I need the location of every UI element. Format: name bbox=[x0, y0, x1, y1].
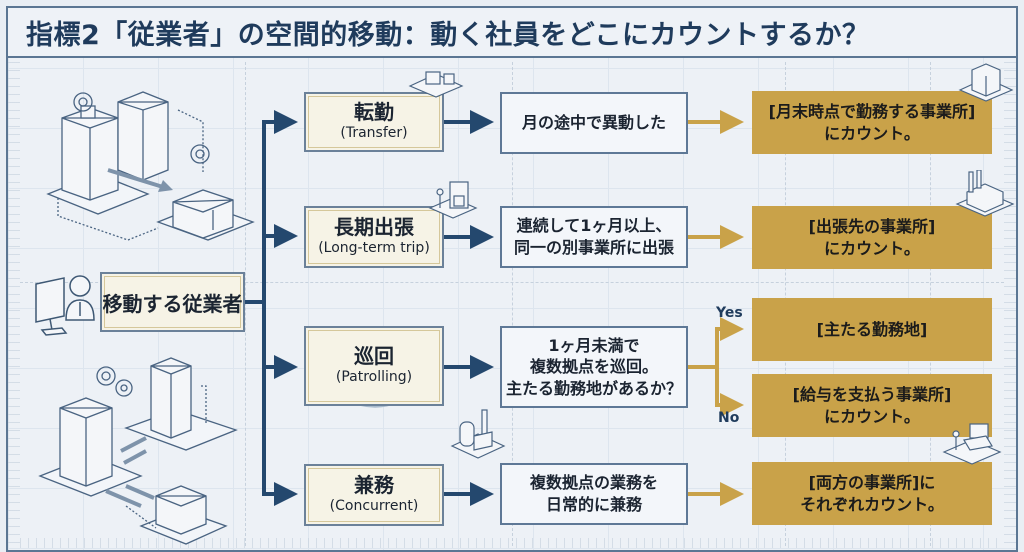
condition-concurrent: 複数拠点の業務を 日常的に兼務 bbox=[500, 463, 688, 525]
condition-line: 月の途中で異動した bbox=[521, 113, 666, 133]
result-patrolling-yes: [主たる勤務地] bbox=[752, 298, 992, 361]
condition-long-term-trip: 連続して1ヶ月以上、 同一の別事業所に出張 bbox=[500, 206, 688, 268]
result-line: それぞれカウント。 bbox=[800, 494, 944, 514]
office-building-icon bbox=[958, 63, 1014, 102]
ruler-right bbox=[1004, 62, 1016, 548]
category-sub-label: (Transfer) bbox=[340, 125, 408, 142]
factory-silo-icon bbox=[450, 409, 506, 459]
category-sub-label: (Patrolling) bbox=[335, 369, 413, 386]
result-line: [給与を支払う事業所] bbox=[792, 384, 952, 404]
condition-line: 主たる勤務地があるか？ bbox=[505, 378, 682, 398]
condition-line: 複数拠点の業務を bbox=[529, 473, 658, 493]
result-concurrent: [両方の事業所]に それぞれカウント。 bbox=[752, 462, 992, 525]
condition-line: 連続して1ヶ月以上、 bbox=[516, 216, 672, 236]
condition-line: 同一の別事業所に出張 bbox=[513, 238, 674, 257]
result-transfer: [月末時点で勤務する事業所] にカウント。 bbox=[752, 91, 992, 154]
page-title: 指標2「従業者」の空間的移動：動く社員をどこにカウントするか？ bbox=[26, 19, 870, 51]
result-patrolling-no: [給与を支払う事業所] にカウント。 bbox=[752, 374, 992, 437]
result-line: [主たる勤務地] bbox=[816, 319, 928, 339]
start-node-label: 移動する従業者 bbox=[102, 291, 243, 316]
category-main-label: 長期出張 bbox=[334, 215, 414, 240]
condition-transfer: 月の途中で異動した bbox=[500, 92, 688, 154]
condition-line: 1ヶ月未満で bbox=[548, 335, 640, 355]
condition-line: 日常的に兼務 bbox=[545, 495, 642, 514]
business-trip-icon bbox=[428, 181, 478, 219]
title-bar: 指標2「従業者」の空間的移動：動く社員をどこにカウントするか？ bbox=[6, 6, 1018, 58]
category-sub-label: (Concurrent) bbox=[329, 498, 419, 515]
ruler-left bbox=[8, 62, 20, 548]
condition-line: 複数拠点を巡回。 bbox=[529, 357, 658, 377]
factory-icon bbox=[955, 170, 1015, 217]
category-concurrent: 兼務 (Concurrent) bbox=[304, 464, 444, 526]
branch-label-yes: Yes bbox=[716, 305, 743, 321]
result-line: [月末時点で勤務する事業所] bbox=[768, 101, 976, 121]
grid-guide bbox=[512, 62, 513, 546]
category-sub-label: (Long-term trip) bbox=[318, 240, 430, 257]
category-main-label: 兼務 bbox=[354, 473, 394, 498]
result-line: [両方の事業所]に bbox=[808, 472, 936, 492]
result-line: にカウント。 bbox=[824, 406, 920, 426]
office-relocation-illustration bbox=[46, 91, 255, 241]
category-patrolling: 巡回 (Patrolling) bbox=[304, 326, 444, 406]
office-desk-icon bbox=[408, 71, 464, 98]
condition-patrolling: 1ヶ月未満で 複数拠点を巡回。 主たる勤務地があるか？ bbox=[500, 326, 688, 408]
category-main-label: 巡回 bbox=[354, 344, 394, 369]
multi-site-buildings-illustration bbox=[38, 357, 238, 545]
category-transfer: 転勤 (Transfer) bbox=[304, 92, 444, 152]
workstation-icon bbox=[942, 423, 1002, 465]
start-node-moving-employee: 移動する従業者 bbox=[100, 272, 245, 332]
employee-at-computer-icon bbox=[35, 275, 95, 336]
category-long-term-trip: 長期出張 (Long-term trip) bbox=[304, 206, 444, 268]
result-line: にカウント。 bbox=[824, 238, 920, 258]
branch-label-no: No bbox=[718, 410, 740, 426]
category-main-label: 転勤 bbox=[354, 100, 394, 125]
result-line: にカウント。 bbox=[824, 123, 920, 143]
result-line: [出張先の事業所] bbox=[808, 216, 936, 236]
grid-guide bbox=[245, 62, 246, 546]
grid-guide bbox=[20, 282, 1004, 283]
result-long-term-trip: [出張先の事業所] にカウント。 bbox=[752, 206, 992, 269]
